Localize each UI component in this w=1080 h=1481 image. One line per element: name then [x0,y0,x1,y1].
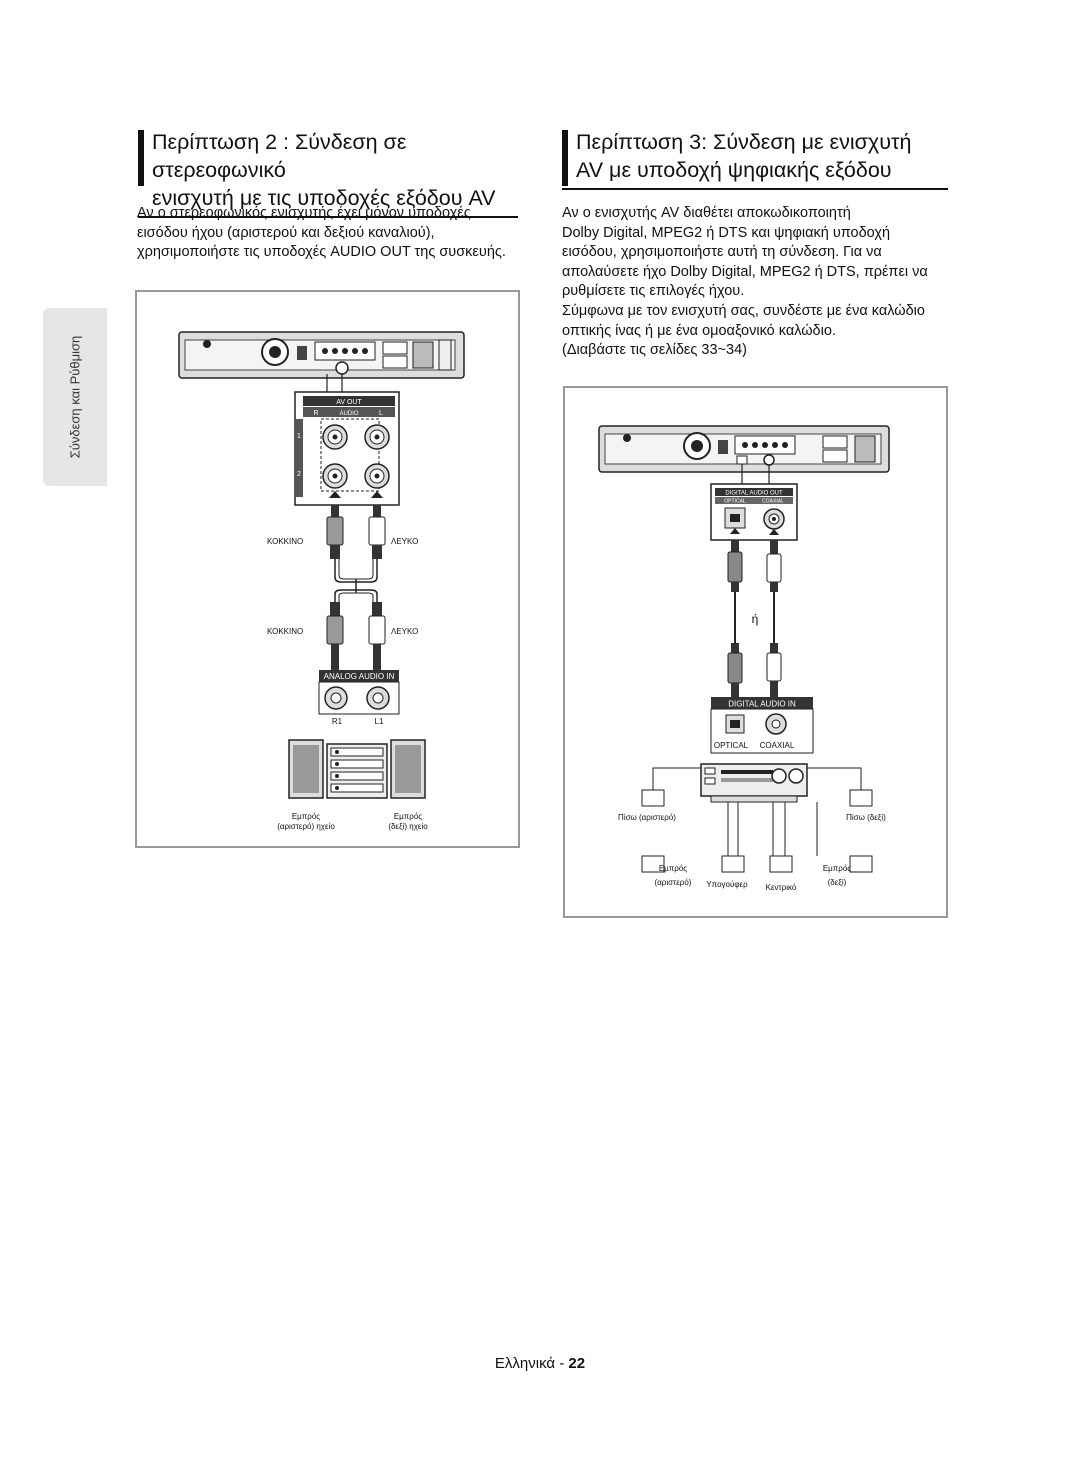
stereo-system [288,739,426,799]
or-label: ή [752,612,759,626]
sidebar-tab: Σύνδεση και Ρύθμιση [43,308,107,486]
av-out-panel: AV OUT R AUDIO L 1 2 [294,391,400,506]
subwoofer-label: Υπογούφερ [706,880,748,889]
analog-audio-in-panel: ANALOG AUDIO IN R1 L1 [318,670,400,726]
section2-title: Περίπτωση 2 : Σύνδεση σε στερεοφωνικό εν… [138,128,522,218]
diagram-digital-connection: DIGITAL AUDIO OUT OPTICAL COAXIAL [598,425,890,892]
rear-left-label: Πίσω (αριστερό) [618,813,676,822]
speaker-front-left-label: Εμπρός [292,812,320,821]
front-left-desc: (αριστερό) [655,878,692,887]
coaxial-small-label: COAXIAL [762,499,784,505]
section3-title-line2: AV με υποδοχή ψηφιακής εξόδου [576,158,892,182]
section3-body-line: οπτικής ίνας ή με ένα ομοαξονικό καλώδιο… [562,322,836,339]
speaker-front-right [849,855,873,873]
speaker-front-right-label: Εμπρός [394,812,422,821]
speaker-front-left-desc: (αριστερό) ηχείο [277,822,335,831]
center-label: Κεντρικό [766,883,797,892]
section3-body-line: απολαύσετε ήχο Dolby Digital, MPEG2 ή DT… [562,263,928,280]
label-red-top: ΚΟΚΚΙΝΟ [267,537,303,546]
l-label: L [379,410,383,417]
speaker-front-left [641,855,665,873]
row2-label: 2 [297,471,301,478]
analog-audio-in-label: ANALOG AUDIO IN [324,672,395,681]
speaker-subwoofer [721,855,745,873]
diagram-stereo-connection: AV OUT R AUDIO L 1 2 [178,331,465,831]
row1-label: 1 [297,433,301,440]
rca-plug-white-bottom [368,602,386,670]
sidebar-tab-label: Σύνδεση και Ρύθμιση [67,335,83,459]
rear-right-label: Πίσω (δεξί) [846,813,886,822]
recorder-rear-panel [178,331,465,379]
section3-title-line1: Περίπτωση 3: Σύνδεση με ενισχυτή [576,130,912,154]
section3-body-line: εισόδου, χρησιμοποιήστε αυτή τη σύνδεση.… [562,244,882,261]
section3-body: Αν ο ενισχυτής AV διαθέτει αποκωδικοποιη… [562,204,947,361]
front-left-label: Εμπρός [659,864,687,873]
coaxial-cable [766,540,782,699]
optical-cable [727,540,743,699]
page-footer: Ελληνικά - 22 [0,1355,1080,1372]
r-label: R [313,410,318,417]
optical-small-label: OPTICAL [724,499,746,505]
page-number: 22 [568,1355,586,1372]
section2-title-line2: ενισχυτή με τις υποδοχές εξόδου AV [152,186,496,210]
rca-plug-red-bottom [326,602,344,670]
optical-label: OPTICAL [714,741,749,750]
av-out-label: AV OUT [336,399,362,406]
av-receiver [700,763,808,803]
section2-title-line1: Περίπτωση 2 : Σύνδεση σε στερεοφωνικό [152,130,407,182]
speaker-wiring [652,767,862,856]
rca-plug-red-top [326,505,344,559]
recorder-rear-panel [598,425,890,473]
audio-label: AUDIO [339,411,358,417]
speaker-center [769,855,793,873]
rca-plug-white-top [368,505,386,559]
digital-audio-in-label: DIGITAL AUDIO IN [728,700,796,709]
section3-body-line: Dolby Digital, MPEG2 ή DTS και ψηφιακή υ… [562,224,891,241]
speaker-rear-right [849,789,873,807]
coaxial-label: COAXIAL [760,741,795,750]
label-red-bottom: ΚΟΚΚΙΝΟ [267,627,303,636]
section3-body-line: (Διαβάστε τις σελίδες 33~34) [562,342,747,359]
section2-body: Αν ο στερεοφωνικός ενισχυτής έχει μόνον … [137,204,522,263]
section3-body-line: ρυθμίσετε τις επιλογές ήχου. [562,283,745,300]
digital-audio-in-panel: DIGITAL AUDIO IN OPTICAL COAXIAL [710,697,814,754]
figure-case2: AV OUT R AUDIO L 1 2 [135,290,520,848]
front-right-desc: (δεξί) [828,878,847,887]
footer-language: Ελληνικά - [494,1355,569,1372]
l1-label: L1 [375,717,384,726]
label-white-bottom: ΛΕΥΚΟ [391,627,418,636]
r1-label: R1 [332,717,343,726]
speaker-front-right-desc: (δεξί) ηχείο [388,822,428,831]
section2-body-line: εισόδου ήχου (αριστερού και δεξιού καναλ… [137,224,435,241]
speaker-rear-left [641,789,665,807]
front-right-label: Εμπρός [823,864,851,873]
digital-audio-out-panel: DIGITAL AUDIO OUT OPTICAL COAXIAL [710,483,798,541]
section2-body-line: Αν ο στερεοφωνικός ενισχυτής έχει μόνον … [137,205,471,221]
figure-case3: DIGITAL AUDIO OUT OPTICAL COAXIAL [563,386,948,918]
section2-body-line: χρησιμοποιήστε τις υποδοχές AUDIO OUT τη… [137,244,506,261]
section3-body-line: Αν ο ενισχυτής AV διαθέτει αποκωδικοποιη… [562,205,851,221]
section3-title: Περίπτωση 3: Σύνδεση με ενισχυτή AV με υ… [562,128,956,190]
section3-body-line: Σύμφωνα με τον ενισχυτή σας, συνδέστε με… [562,302,925,319]
label-white-top: ΛΕΥΚΟ [391,537,418,546]
digital-audio-out-label: DIGITAL AUDIO OUT [725,491,783,497]
